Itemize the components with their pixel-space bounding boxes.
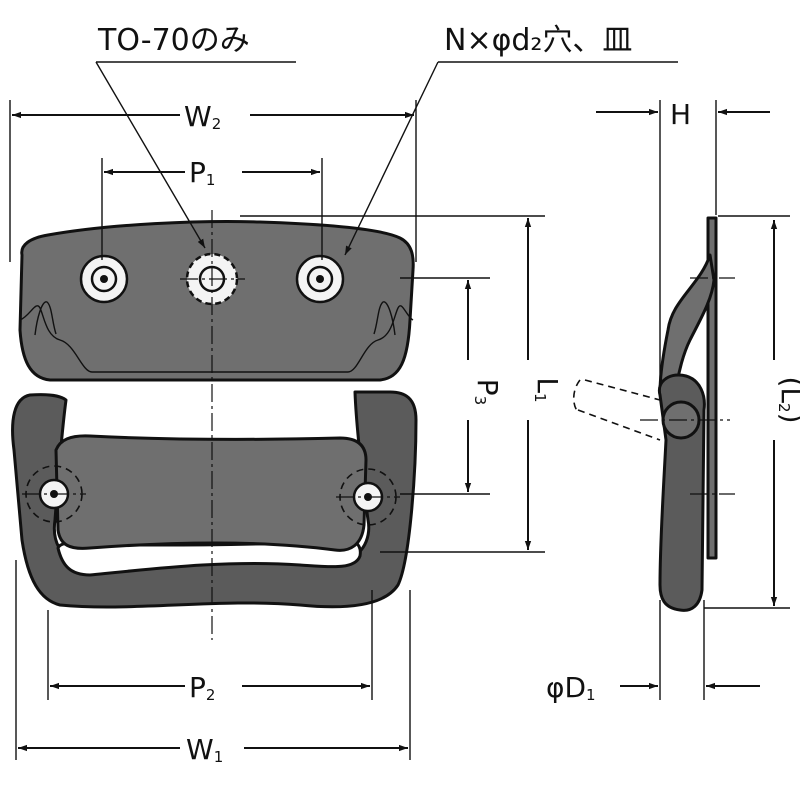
dimension-h: H: [596, 98, 770, 131]
side-bracket: [658, 253, 716, 394]
dimension-w2: W2: [12, 100, 414, 133]
dimension-label-l2: (L2): [775, 376, 800, 423]
dimension-label-p2: P2: [189, 671, 215, 704]
screw-hole-right: [295, 254, 345, 304]
dimension-d1: φD1: [546, 671, 760, 704]
dimension-p1: P1: [104, 156, 320, 189]
swung-handle-outline: [572, 379, 661, 441]
dimension-l1: L1: [524, 218, 564, 550]
dimension-label-p1: P1: [189, 156, 215, 189]
grip-bar: [54, 434, 368, 552]
dimension-label-w1: W1: [186, 733, 223, 766]
side-view: [572, 216, 735, 612]
dimension-w1: W1: [18, 733, 408, 766]
dimension-l2: (L2): [770, 220, 800, 606]
callout-holes: N×φd₂穴、皿: [344, 23, 678, 256]
extension-lines: [9, 100, 545, 760]
side-extension-lines: [659, 100, 790, 700]
dimension-label-l1: L1: [531, 377, 564, 402]
plate-ridge: [19, 305, 414, 373]
dimension-label-p3: P3: [471, 379, 504, 405]
screw-hole-left: [79, 254, 129, 304]
callout-holes-text: N×φd₂穴、皿: [444, 23, 632, 58]
dimension-p2: P2: [50, 671, 370, 704]
side-plate: [706, 216, 718, 560]
dimension-label-h: H: [670, 98, 691, 131]
callout-to70-text: TO-70のみ: [97, 23, 250, 58]
dimension-p3: P3: [464, 280, 504, 492]
dimension-label-d1: φD1: [546, 671, 596, 704]
front-view: [11, 210, 418, 640]
dimension-label-w2: W2: [184, 100, 221, 133]
callout-to70: TO-70のみ: [95, 23, 296, 249]
plate-ridge-left: [34, 301, 57, 336]
plate-ridge-right: [373, 301, 396, 336]
